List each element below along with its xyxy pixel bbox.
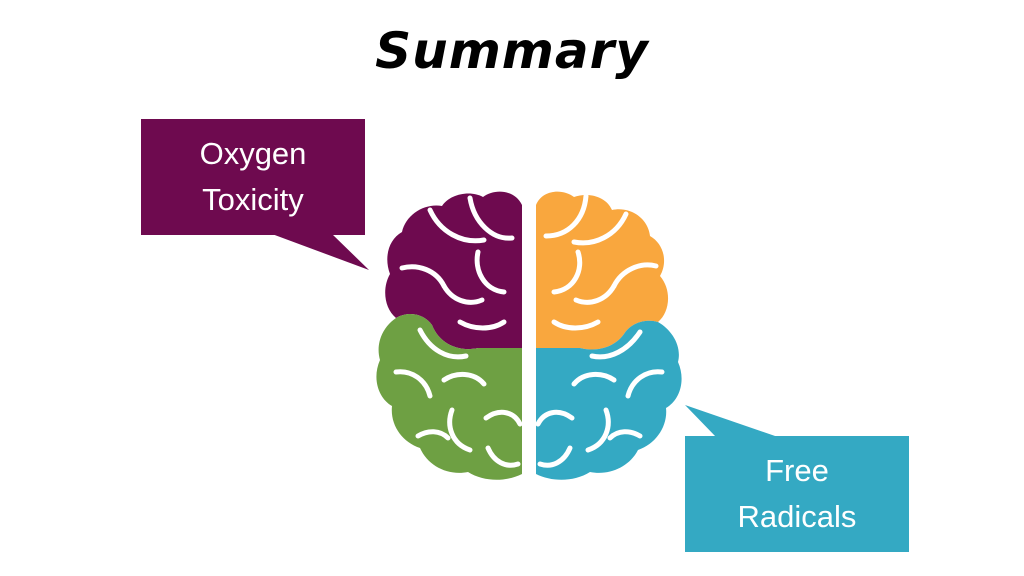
brain-bottom-right-lobe	[536, 320, 682, 480]
callout-oxygen-toxicity: Oxygen Toxicity	[141, 119, 365, 235]
callout-tail-right	[685, 405, 778, 437]
callout-label: Free Radicals	[737, 453, 857, 534]
callout-tail-left	[272, 234, 369, 270]
callout-free-radicals: Free Radicals	[685, 436, 909, 552]
brain-bottom-left-lobe	[376, 314, 522, 480]
brain-right-hemisphere	[535, 191, 682, 480]
slide-title: Summary	[375, 22, 649, 80]
brain-left-hemisphere	[376, 191, 523, 480]
callout-label: Oxygen Toxicity	[199, 136, 307, 217]
